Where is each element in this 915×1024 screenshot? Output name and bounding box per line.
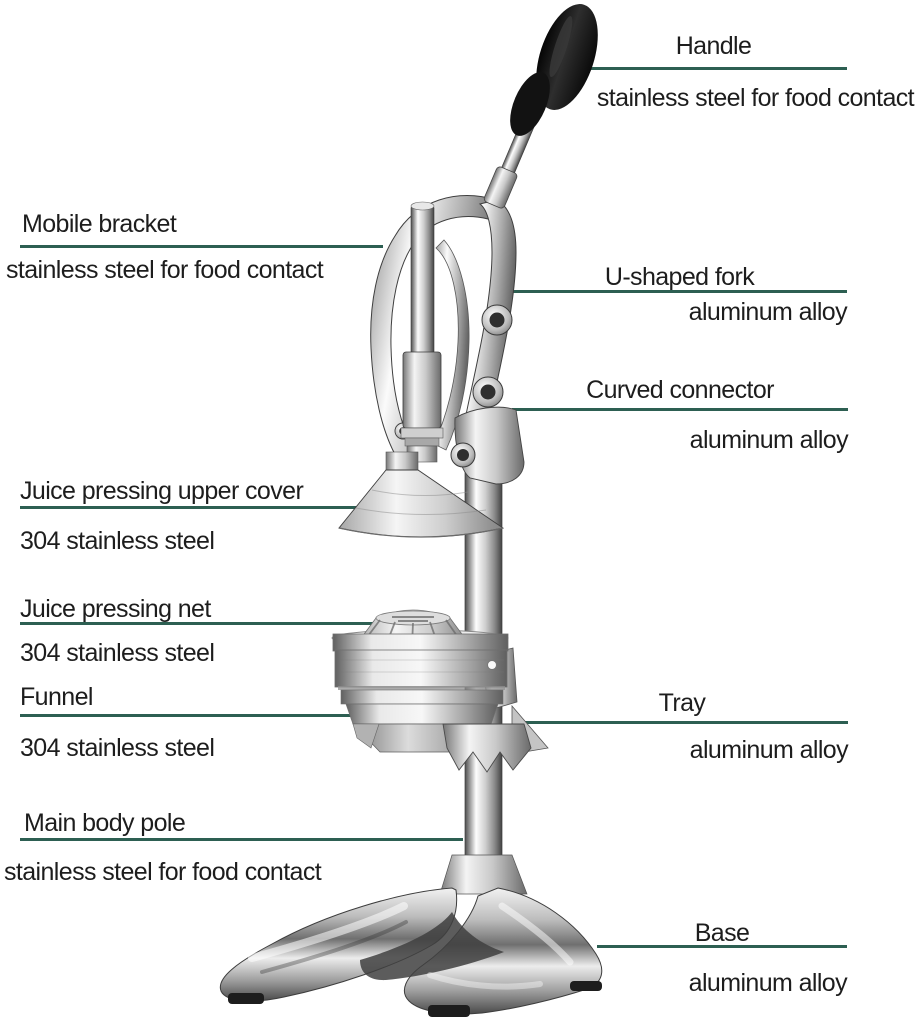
pressing-net-title: Juice pressing net (20, 595, 211, 623)
upper-cover-material: 304 stainless steel (20, 527, 215, 555)
u-shaped-fork-callout-line (512, 290, 847, 293)
base-material: aluminum alloy (688, 969, 848, 997)
mobile-bracket-title: Mobile bracket (22, 210, 177, 238)
handle-callout-line (580, 67, 847, 70)
base-callout-line (597, 945, 847, 948)
handle-grip (510, 4, 598, 136)
curved-connector-material: aluminum alloy (689, 426, 849, 454)
curved-connector-callout-line (512, 408, 848, 411)
main-body-pole-callout-line (20, 838, 463, 841)
mobile-bracket-material: stainless steel for food contact (6, 256, 324, 284)
upper-cover-title: Juice pressing upper cover (20, 477, 304, 505)
curved-connector (394, 304, 525, 485)
mobile-bracket-rod (400, 201, 444, 463)
fork-bolt (394, 304, 513, 468)
base-title: Base (694, 919, 750, 947)
tray-callout-line (516, 721, 848, 724)
base-foot-pad (428, 1005, 470, 1017)
juice-pressing-net (355, 609, 471, 647)
funnel-callout-line (20, 714, 357, 717)
upper-cover-cone (338, 451, 505, 538)
pressing-net-callout-line (20, 622, 382, 625)
handle-material: stainless steel for food contact (596, 84, 915, 112)
funnel-material: 304 stainless steel (20, 734, 215, 762)
main-body-pole-title: Main body pole (24, 809, 186, 837)
handle-title: Handle (675, 32, 752, 60)
funnel-title: Funnel (20, 683, 93, 711)
tray-material: aluminum alloy (689, 736, 849, 764)
tray-title: Tray (658, 689, 706, 717)
curved-connector-title: Curved connector (586, 376, 774, 404)
funnel-bowl (331, 609, 509, 753)
pressing-net-material: 304 stainless steel (20, 639, 215, 667)
mobile-bracket-callout-line (20, 245, 383, 248)
u-shaped-fork-title: U-shaped fork (604, 263, 755, 291)
u-shaped-fork-material: aluminum alloy (688, 298, 848, 326)
upper-cover-callout-line (20, 506, 357, 509)
u-shaped-fork (370, 195, 517, 459)
main-body-pole (464, 411, 503, 883)
base-left-foot (219, 887, 458, 1002)
base-foot-pad (228, 993, 264, 1004)
main-body-pole-material: stainless steel for food contact (4, 858, 322, 886)
